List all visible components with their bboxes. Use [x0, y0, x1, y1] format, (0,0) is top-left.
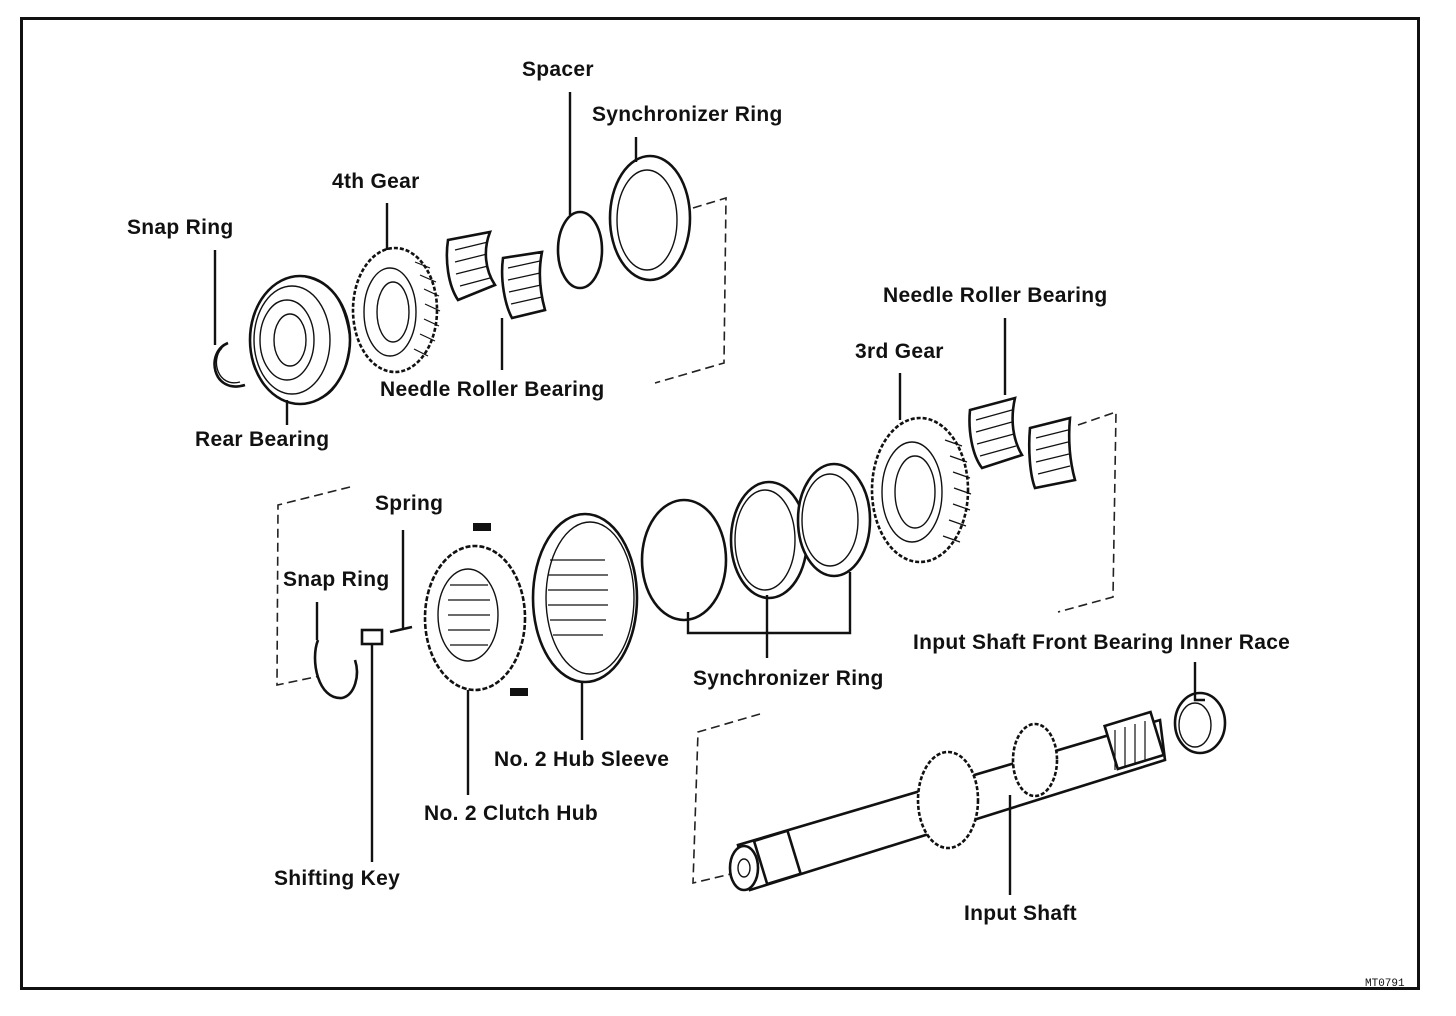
diagram-frame	[20, 17, 1420, 990]
needle-roller-bearing-top-part	[445, 230, 547, 320]
hub-sleeve-part	[531, 512, 639, 684]
label-clutch-hub: No. 2 Clutch Hub	[424, 802, 598, 825]
spring-part	[389, 625, 413, 634]
label-spacer: Spacer	[522, 58, 594, 81]
label-synchronizer-ring-mid: Synchronizer Ring	[693, 667, 884, 690]
synchronizer-ring-top-part	[608, 154, 692, 282]
third-gear-part	[870, 416, 972, 564]
figure-code: MT0791	[1365, 978, 1405, 990]
label-third-gear: 3rd Gear	[855, 340, 944, 363]
spacer-part	[556, 210, 604, 290]
label-shifting-key: Shifting Key	[274, 867, 401, 890]
input-shaft-front-bearing-inner-race-part	[1173, 691, 1227, 755]
needle-roller-bearing-right-part	[968, 396, 1077, 490]
shifting-key-part	[360, 628, 384, 646]
label-snap-ring-top: Snap Ring	[127, 216, 234, 239]
alignment-line-right	[1057, 410, 1117, 613]
label-hub-sleeve: No. 2 Hub Sleeve	[494, 748, 670, 771]
clutch-hub-part	[423, 523, 528, 696]
label-spring: Spring	[375, 492, 444, 515]
label-needle-roller-bearing-right: Needle Roller Bearing	[883, 284, 1108, 307]
input-shaft-part	[728, 710, 1167, 892]
label-fourth-gear: 4th Gear	[332, 170, 420, 193]
alignment-line-top	[654, 196, 727, 384]
label-needle-roller-bearing-top: Needle Roller Bearing	[380, 378, 605, 401]
snap-ring-mid-part	[313, 639, 359, 700]
leader-sync-ring-mid-bracket	[686, 572, 852, 635]
label-input-shaft-front-bearing-inner-race: Input Shaft Front Bearing Inner Race	[913, 631, 1291, 654]
synchronizer-rings-mid-part	[640, 462, 872, 622]
fourth-gear-part	[351, 246, 441, 374]
label-synchronizer-ring-top: Synchronizer Ring	[592, 103, 783, 126]
snap-ring-top-part	[213, 341, 246, 388]
rear-bearing-part	[248, 274, 352, 406]
leader-input-race	[1193, 662, 1205, 702]
label-rear-bearing: Rear Bearing	[195, 428, 330, 451]
label-input-shaft: Input Shaft	[964, 902, 1077, 925]
alignment-line-bottom	[692, 713, 761, 885]
label-snap-ring-mid: Snap Ring	[283, 568, 390, 591]
